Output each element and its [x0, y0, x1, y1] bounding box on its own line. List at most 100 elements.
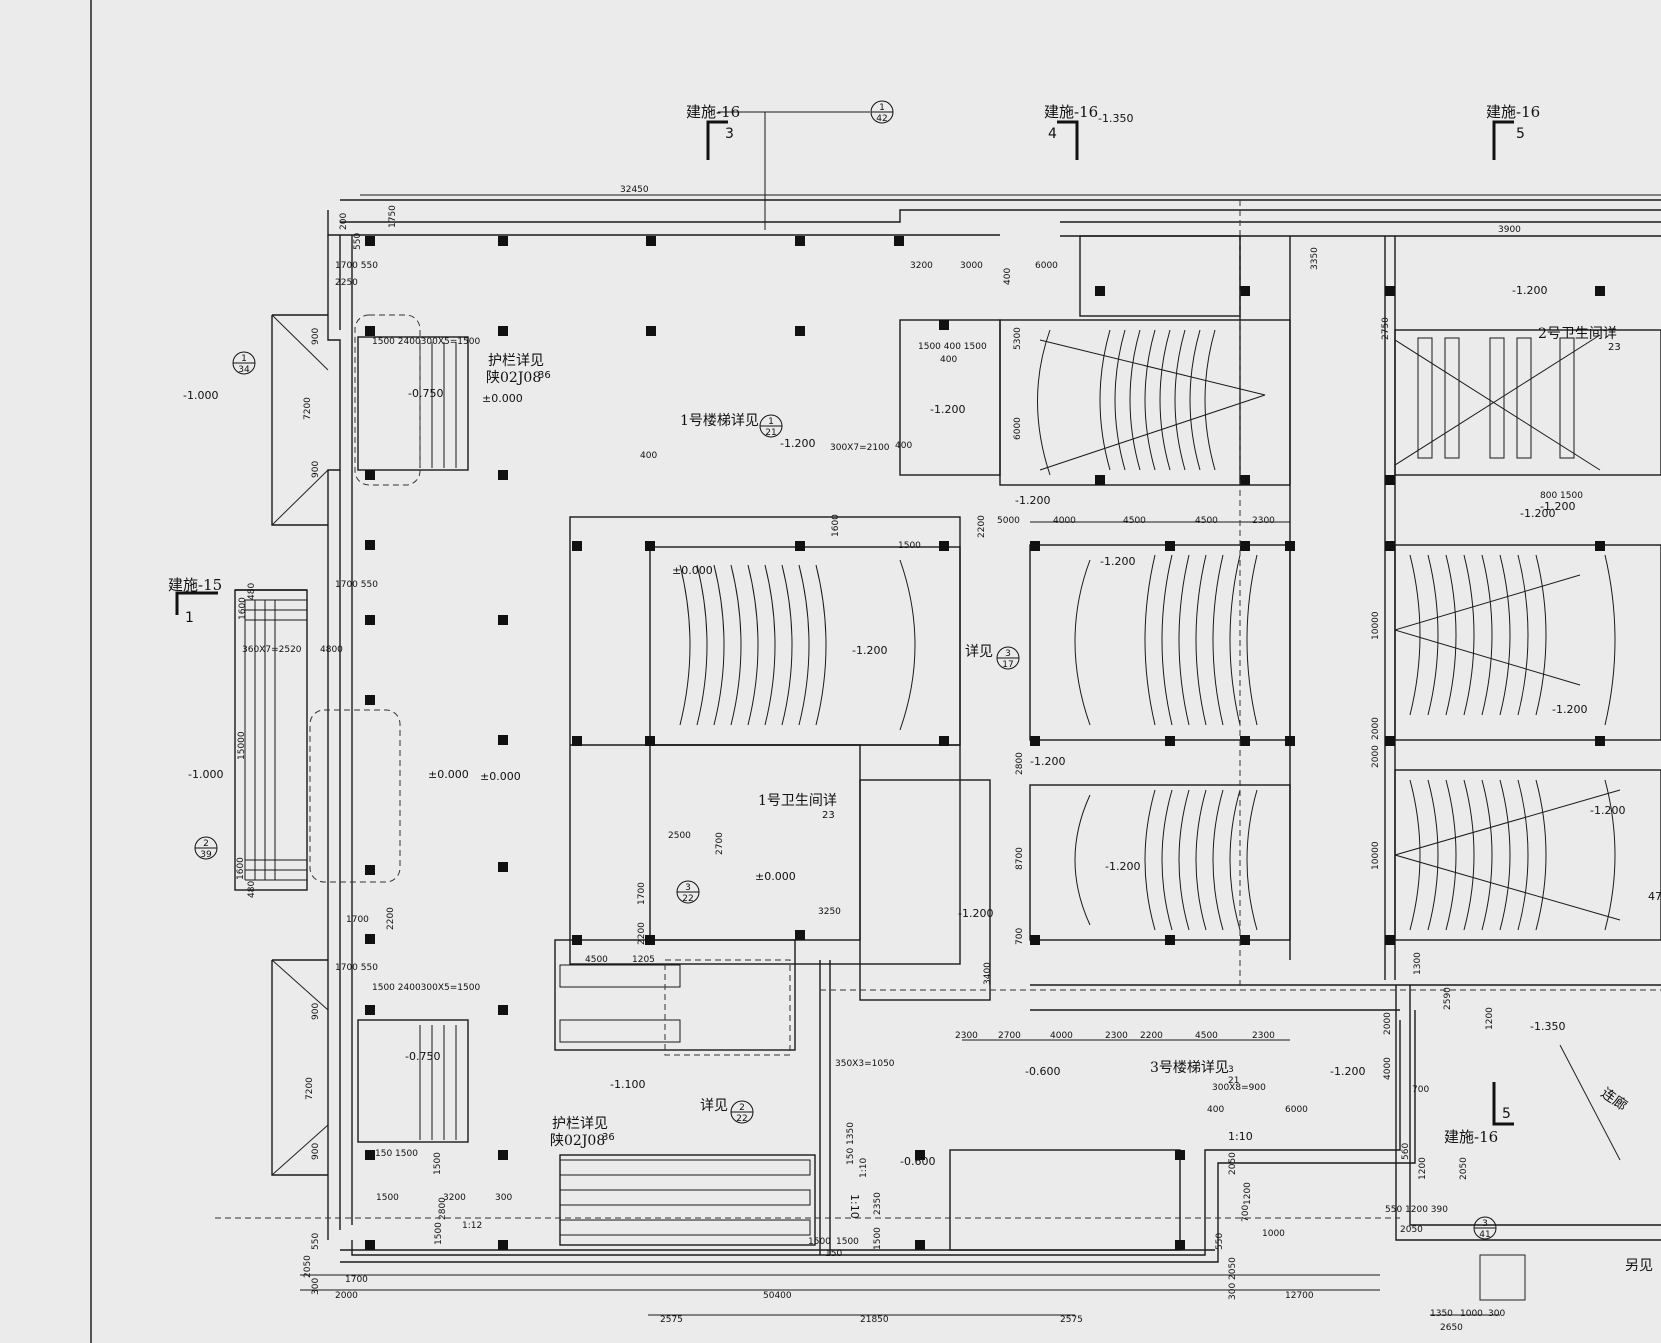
svg-text:2800: 2800 [1015, 752, 1025, 775]
stair3-note: 3号楼梯详见 [1150, 1060, 1229, 1076]
svg-text:1: 1 [241, 354, 247, 364]
svg-text:2750: 2750 [1381, 317, 1391, 340]
section-marker-number: 5 [1516, 126, 1525, 142]
svg-text:1500: 1500 [376, 1193, 399, 1203]
svg-text:800 1500: 800 1500 [1540, 491, 1583, 501]
svg-text:400: 400 [895, 441, 912, 451]
section-marker-4: 建施-16 4 [1044, 103, 1098, 160]
svg-text:4500: 4500 [1195, 1031, 1218, 1041]
svg-text:4500: 4500 [1123, 516, 1146, 526]
section-marker-ref: 建施-16 [686, 103, 740, 121]
svg-text:21: 21 [765, 428, 776, 438]
ramp-label: 1:10 [1228, 1130, 1253, 1143]
svg-text:400: 400 [640, 451, 657, 461]
svg-text:3200: 3200 [910, 261, 933, 271]
svg-text:150 1350: 150 1350 [846, 1122, 856, 1165]
svg-text:2250: 2250 [335, 278, 358, 288]
elevation-marks: -1.350 -1.000 -0.750 ±0.000 -1.000 -0.75… [183, 112, 1625, 1168]
svg-text:-1.100: -1.100 [610, 1078, 645, 1091]
svg-text:1:10: 1:10 [859, 1158, 869, 1178]
svg-text:1500: 1500 [898, 541, 921, 551]
svg-text:1500: 1500 [434, 1222, 444, 1245]
guardrail-ref-top: 陕02J08 [486, 370, 541, 386]
svg-text:6000: 6000 [1285, 1105, 1308, 1115]
svg-text:4800: 4800 [320, 645, 343, 655]
svg-text:300X7=2100: 300X7=2100 [830, 443, 890, 453]
section-marker-ref: 建施-15 [168, 576, 222, 594]
svg-text:-1.200: -1.200 [1552, 703, 1587, 716]
svg-text:1: 1 [768, 417, 774, 427]
svg-text:1500: 1500 [808, 1237, 831, 1247]
svg-text:-1.200: -1.200 [1030, 755, 1065, 768]
svg-text:3400: 3400 [983, 962, 993, 985]
svg-text:34: 34 [238, 365, 250, 375]
structural-columns [365, 236, 1605, 1250]
guardrail-note-bottom: 护栏详见 [552, 1116, 608, 1132]
section-marker-number: 5 [1502, 1106, 1511, 1122]
svg-text:1500 400 1500: 1500 400 1500 [918, 342, 987, 352]
svg-text:300X8=900: 300X8=900 [1212, 1083, 1266, 1093]
svg-text:700: 700 [1015, 928, 1025, 945]
svg-text:150: 150 [825, 1249, 842, 1259]
svg-text:350X3=1050: 350X3=1050 [835, 1059, 895, 1069]
svg-text:-1.200: -1.200 [1520, 507, 1555, 520]
svg-text:17: 17 [1002, 660, 1013, 670]
guardrail-circle-top: 36 [538, 370, 551, 381]
also-see-note: 另见 [1625, 1258, 1653, 1274]
svg-text:2200: 2200 [637, 922, 647, 945]
svg-text:1700 550: 1700 550 [335, 963, 378, 973]
svg-text:1600: 1600 [236, 857, 246, 880]
guardrail-circle-bottom: 36 [602, 1132, 615, 1143]
svg-text:3: 3 [685, 883, 691, 893]
svg-text:2590: 2590 [1443, 987, 1453, 1010]
svg-text:550: 550 [353, 233, 363, 250]
svg-text:700: 700 [1241, 1205, 1251, 1222]
svg-text:4500: 4500 [585, 955, 608, 965]
section-marker-5-top: 建施-16 5 [1486, 103, 1540, 160]
svg-text:3200: 3200 [443, 1193, 466, 1203]
svg-text:-1.200: -1.200 [852, 644, 887, 657]
svg-text:2000: 2000 [335, 1291, 358, 1301]
svg-text:480: 480 [247, 881, 257, 898]
svg-text:900: 900 [311, 328, 321, 345]
svg-text:22: 22 [736, 1114, 747, 1124]
svg-text:480: 480 [247, 583, 257, 600]
svg-text:-0.750: -0.750 [405, 1050, 440, 1063]
section-marker-number: 3 [725, 126, 734, 142]
svg-text:560: 560 [1401, 1143, 1411, 1160]
svg-text:1600: 1600 [238, 597, 248, 620]
svg-text:150 1500: 150 1500 [375, 1149, 418, 1159]
svg-text:-1.200: -1.200 [1100, 555, 1135, 568]
detail-circle: 121 [759, 414, 783, 438]
svg-text:700: 700 [1412, 1085, 1429, 1095]
svg-text:5300: 5300 [1013, 327, 1023, 350]
svg-text:1500: 1500 [433, 1152, 443, 1175]
wc2-note: 2号卫生间详 [1538, 326, 1617, 342]
svg-text:4000: 4000 [1050, 1031, 1073, 1041]
dimension-lines [300, 111, 1661, 1316]
svg-text:50400: 50400 [763, 1291, 792, 1301]
svg-text:-1.200: -1.200 [1512, 284, 1547, 297]
svg-text:5000: 5000 [997, 516, 1020, 526]
detail-circle: 134 [232, 351, 256, 375]
svg-text:2800: 2800 [438, 1197, 448, 1220]
svg-text:2300: 2300 [1252, 516, 1275, 526]
ramp-label-2: 1:10 [848, 1194, 861, 1219]
svg-text:2650: 2650 [1440, 1323, 1463, 1333]
detail-circle: 142 [870, 100, 894, 124]
svg-text:1500: 1500 [836, 1237, 859, 1247]
svg-text:2050: 2050 [1459, 1157, 1469, 1180]
svg-text:-0.600: -0.600 [1025, 1065, 1060, 1078]
svg-text:550: 550 [311, 1233, 321, 1250]
svg-text:22: 22 [682, 894, 693, 904]
svg-text:47: 47 [1648, 890, 1661, 903]
svg-text:-1.000: -1.000 [183, 389, 218, 402]
guardrail-note-top: 护栏详见 [488, 353, 544, 369]
detail-circle: 341 [1473, 1216, 1497, 1240]
svg-text:360X7=2520: 360X7=2520 [242, 645, 302, 655]
svg-text:-1.200: -1.200 [1540, 500, 1575, 513]
auditorium-seating [244, 329, 1621, 1236]
svg-text:2000: 2000 [1371, 745, 1381, 768]
svg-text:7200: 7200 [303, 397, 313, 420]
